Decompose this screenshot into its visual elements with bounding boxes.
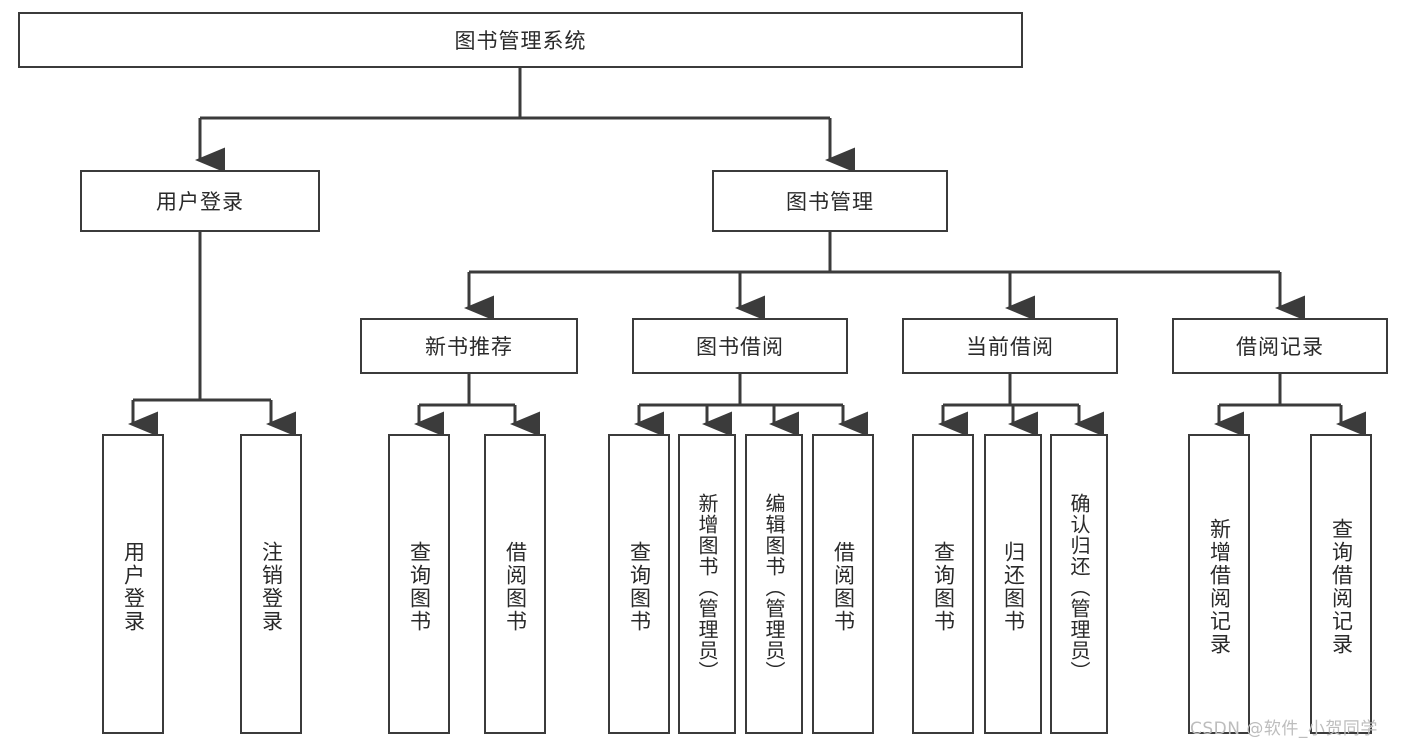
node-user-login-label: 用户登录	[156, 190, 244, 214]
node-book-management-label: 图书管理	[786, 190, 874, 214]
leaf-query-book-new-label: 查询图书	[407, 541, 432, 633]
node-root[interactable]: 图书管理系统	[18, 12, 1023, 68]
leaf-query-book-current[interactable]: 查询图书	[912, 434, 974, 734]
node-borrow-record[interactable]: 借阅记录	[1172, 318, 1388, 374]
node-book-borrow[interactable]: 图书借阅	[632, 318, 848, 374]
leaf-edit-book-admin[interactable]: 编辑图书（管理员）	[745, 434, 803, 734]
node-current-borrow[interactable]: 当前借阅	[902, 318, 1118, 374]
leaf-edit-book-admin-label: 编辑图书（管理员）	[762, 492, 786, 682]
node-new-book-recommend-label: 新书推荐	[425, 335, 513, 359]
node-user-login[interactable]: 用户登录	[80, 170, 320, 232]
leaf-user-login-label: 用户登录	[121, 541, 146, 633]
leaf-borrow-book[interactable]: 借阅图书	[812, 434, 874, 734]
leaf-query-borrow-record-label: 查询借阅记录	[1329, 518, 1354, 656]
leaf-logout-label: 注销登录	[259, 541, 284, 633]
leaf-return-book[interactable]: 归还图书	[984, 434, 1042, 734]
leaf-query-book-current-label: 查询图书	[931, 541, 956, 633]
leaf-add-borrow-record[interactable]: 新增借阅记录	[1188, 434, 1250, 734]
leaf-borrow-book-label: 借阅图书	[831, 541, 856, 633]
leaf-query-borrow-record[interactable]: 查询借阅记录	[1310, 434, 1372, 734]
node-root-label: 图书管理系统	[454, 29, 587, 53]
leaf-return-book-label: 归还图书	[1001, 541, 1026, 633]
leaf-logout[interactable]: 注销登录	[240, 434, 302, 734]
leaf-borrow-book-new-label: 借阅图书	[503, 541, 528, 633]
node-new-book-recommend[interactable]: 新书推荐	[360, 318, 578, 374]
leaf-add-book-admin[interactable]: 新增图书（管理员）	[678, 434, 736, 734]
node-current-borrow-label: 当前借阅	[966, 335, 1054, 359]
leaf-confirm-return-admin[interactable]: 确认归还（管理员）	[1050, 434, 1108, 734]
leaf-query-book-borrow-label: 查询图书	[627, 541, 652, 633]
leaf-query-book-borrow[interactable]: 查询图书	[608, 434, 670, 734]
leaf-confirm-return-admin-label: 确认归还（管理员）	[1067, 492, 1091, 682]
node-book-borrow-label: 图书借阅	[696, 335, 784, 359]
leaf-add-book-admin-label: 新增图书（管理员）	[695, 492, 719, 682]
leaf-add-borrow-record-label: 新增借阅记录	[1207, 518, 1232, 656]
node-book-management[interactable]: 图书管理	[712, 170, 948, 232]
node-borrow-record-label: 借阅记录	[1236, 335, 1324, 359]
leaf-borrow-book-new[interactable]: 借阅图书	[484, 434, 546, 734]
leaf-user-login[interactable]: 用户登录	[102, 434, 164, 734]
leaf-query-book-new[interactable]: 查询图书	[388, 434, 450, 734]
